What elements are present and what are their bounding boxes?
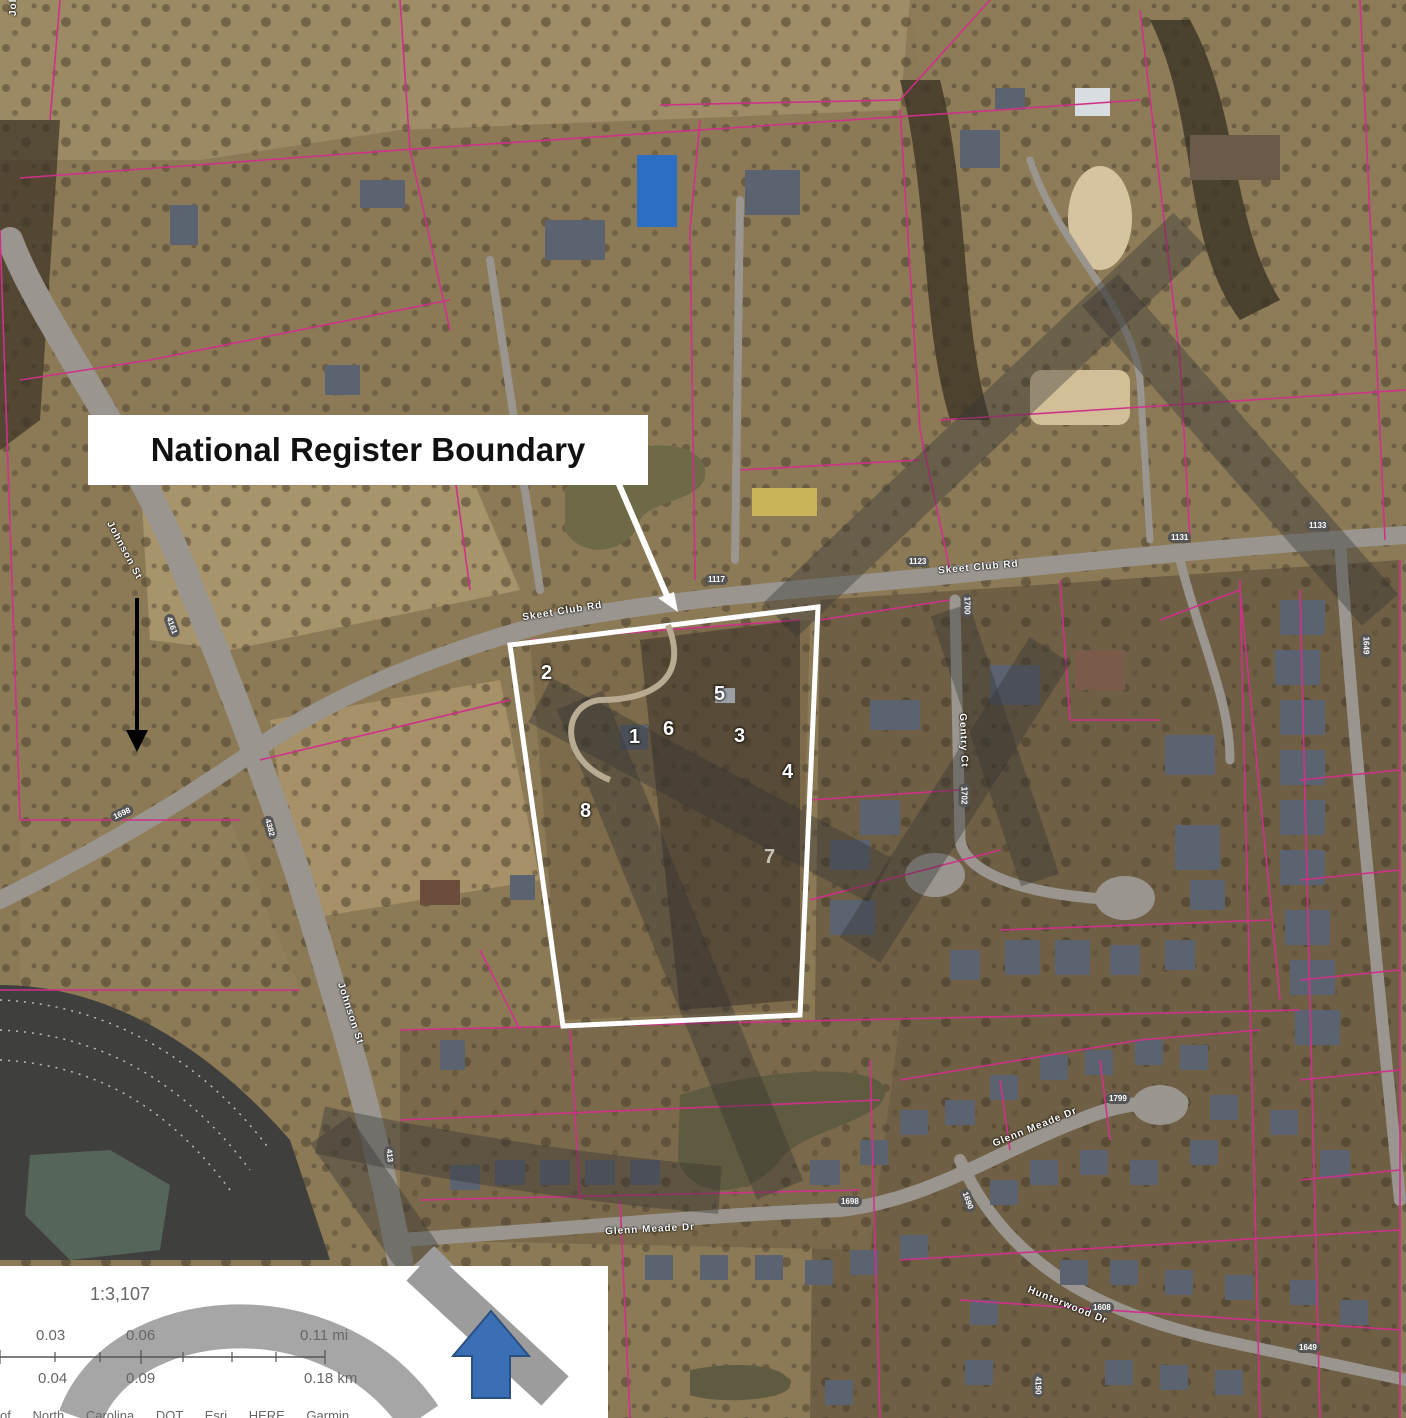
large-building — [25, 1150, 170, 1260]
road-label-gentry-ct: Gentry Ct — [956, 713, 970, 768]
feature-label-1[interactable]: 1 — [629, 726, 641, 748]
callout-pointer — [615, 480, 671, 600]
feature-label-6[interactable]: 6 — [663, 718, 675, 740]
route-shield: 1702 — [958, 783, 970, 808]
route-shield: 1649 — [1296, 1342, 1320, 1353]
pond-south — [678, 1071, 886, 1190]
scale-ratio: 1:3,107 — [90, 1284, 151, 1304]
feature-label-4[interactable]: 4 — [782, 761, 794, 783]
feature-label-7[interactable]: 7 — [764, 846, 776, 868]
route-shield: 1133 — [1306, 520, 1330, 531]
route-shield: 1799 — [1106, 1093, 1130, 1104]
north-arrow-icon — [450, 1309, 532, 1399]
watermark-bands — [310, 212, 1399, 1274]
buildings — [170, 88, 1368, 1405]
route-shield: 4190 — [1032, 1373, 1044, 1398]
scale-tick-km-3: 0.18 km — [304, 1370, 358, 1387]
attribution-text: of North Carolina DOT Esri HERE Garmin — [0, 1408, 350, 1418]
feature-label-3[interactable]: 3 — [734, 725, 746, 747]
scale-tick-mi-2: 0.06 — [126, 1327, 156, 1344]
route-shield: 1698 — [838, 1196, 862, 1207]
riding-ring — [1068, 166, 1132, 270]
route-shield: 1123 — [906, 556, 930, 567]
route-shield: 1700 — [961, 593, 973, 618]
feature-label-8[interactable]: 8 — [580, 800, 592, 822]
route-shield: 1131 — [1168, 532, 1192, 543]
callout-national-register: National Register Boundary — [88, 415, 648, 485]
route-shield: 1649 — [1360, 633, 1372, 658]
route-shield: 1608 — [1090, 1302, 1114, 1313]
national-register-boundary[interactable] — [507, 604, 821, 1029]
callout-title: National Register Boundary — [150, 431, 586, 468]
route-shield: 413 — [383, 1145, 397, 1166]
legend-graphics — [0, 1266, 569, 1418]
feature-label-2[interactable]: 2 — [541, 662, 553, 684]
scale-tick-km-2: 0.09 — [126, 1370, 156, 1387]
scale-tick-km-1: 0.04 — [38, 1370, 68, 1387]
scale-tick-mi-1: 0.03 — [36, 1327, 66, 1344]
route-shield: 1117 — [705, 574, 728, 585]
down-arrow-icon — [126, 598, 148, 752]
feature-label-5[interactable]: 5 — [714, 683, 726, 705]
scale-legend: 1:3,107 0.03 0.06 0.11 mi 0.04 0.09 0.18… — [0, 1266, 608, 1418]
road-label-johnson-st-1: Johnson St — [8, 0, 19, 16]
tennis-court — [637, 155, 677, 227]
scale-tick-mi-3: 0.11 mi — [300, 1327, 349, 1344]
